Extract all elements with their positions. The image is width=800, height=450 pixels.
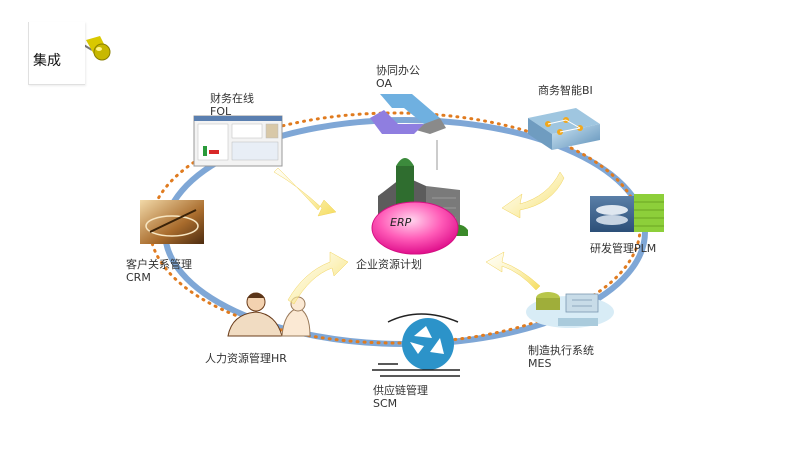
fol-abbr: FOL (210, 105, 232, 118)
plm-name: 研发管理PLM (590, 242, 657, 255)
scm-name: 供应链管理 (373, 384, 428, 397)
bi-label: 商务智能BI (538, 84, 593, 97)
scm-label: 供应链管理 SCM (373, 384, 428, 410)
oa-abbr: OA (376, 77, 392, 90)
oa-label: 协同办公 OA (376, 64, 420, 90)
plm-label: 研发管理PLM (590, 242, 656, 255)
hr-label: 人力资源管理HR (205, 352, 287, 365)
fol-screen-icon (193, 115, 283, 167)
crm-photo-icon (140, 200, 204, 244)
fol-name: 财务在线 (210, 92, 254, 105)
fol-label: 财务在线 FOL (210, 92, 254, 118)
crm-abbr: CRM (126, 271, 151, 284)
note-card (28, 22, 85, 85)
plm-server-icon (590, 194, 664, 232)
bi-name: 商务智能BI (538, 84, 593, 97)
arrow-bi-to-erp (501, 171, 565, 219)
note-title: 集成 (33, 53, 61, 69)
mes-name: 制造执行系统 (528, 344, 594, 357)
mes-factory-icon (526, 292, 614, 328)
erp-badge: ERP (390, 216, 412, 229)
arrow-fol-to-erp (273, 167, 337, 217)
scm-abbr: SCM (373, 397, 398, 410)
hr-people-icon (227, 292, 311, 337)
crm-label: 客户关系管理 CRM (126, 258, 192, 284)
bi-cube-icon (528, 108, 600, 150)
mes-label: 制造执行系统 MES (528, 344, 594, 370)
arrow-mes-to-erp (485, 251, 541, 291)
crm-name: 客户关系管理 (126, 258, 192, 271)
oa-name: 协同办公 (376, 64, 420, 77)
pushpin-icon (71, 36, 111, 61)
erp-hub-icon (371, 158, 468, 255)
oa-cycle-icon (370, 94, 446, 170)
mes-abbr: MES (528, 357, 552, 370)
arrow-hr-to-erp (287, 251, 349, 305)
scm-recycle-icon (372, 313, 460, 377)
erp-label: 企业资源计划 (356, 258, 422, 271)
hr-name: 人力资源管理HR (205, 352, 287, 365)
